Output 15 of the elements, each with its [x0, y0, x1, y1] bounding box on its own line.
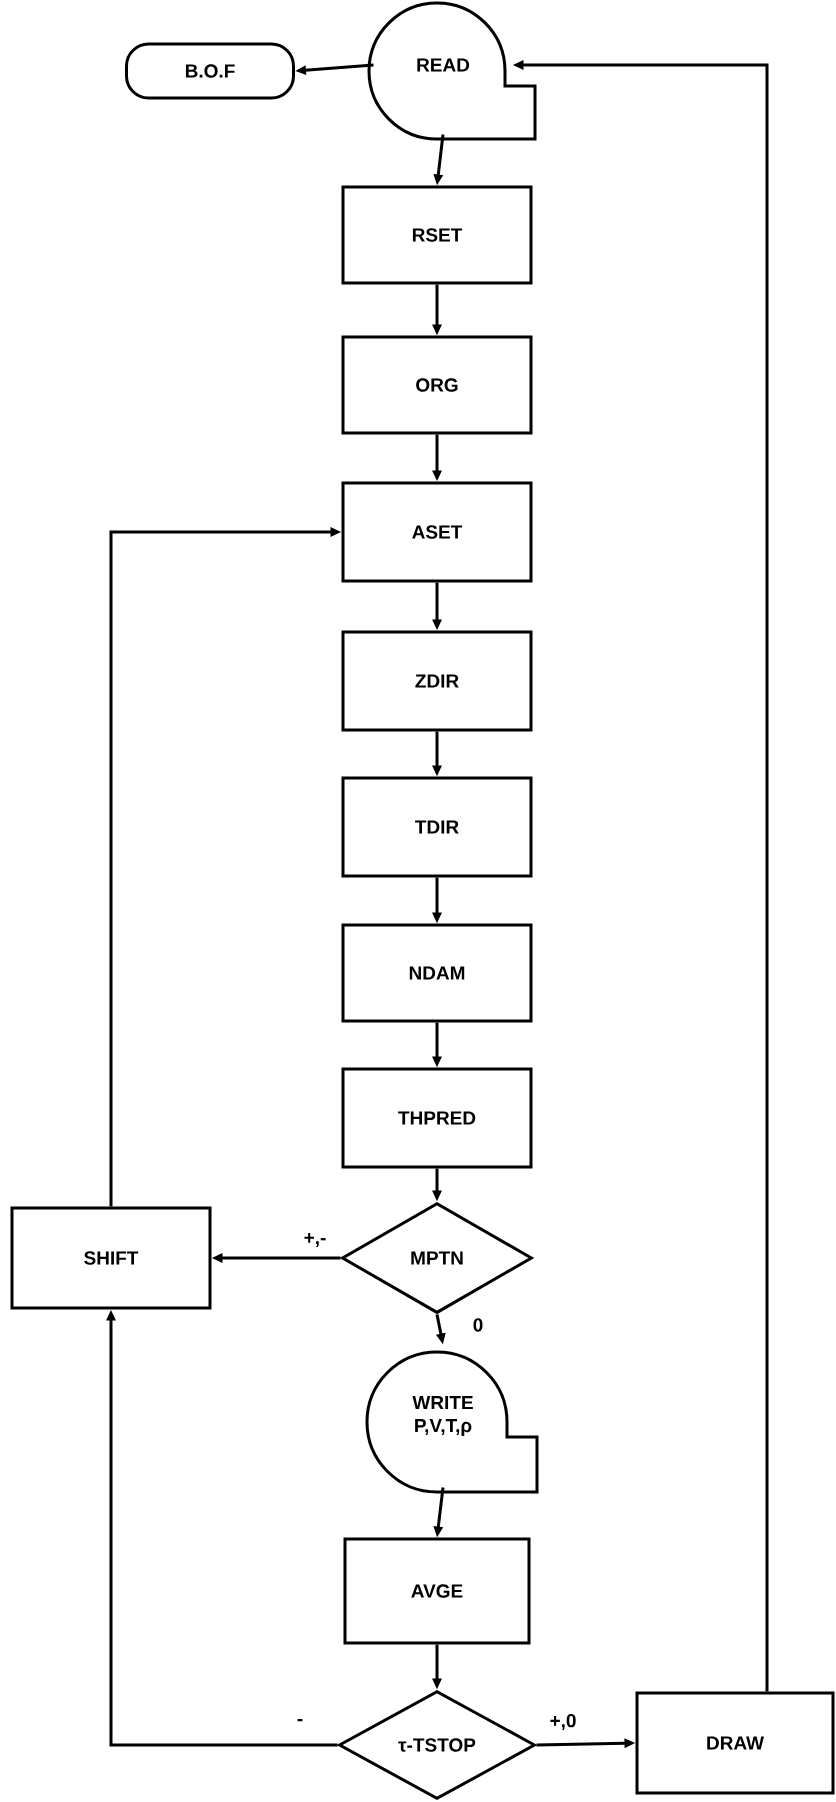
- edge-label: +,0: [548, 1712, 578, 1732]
- edge-label: -: [295, 1718, 305, 1727]
- process-box: DRAW: [635, 1691, 835, 1795]
- process-box: RSET: [341, 185, 533, 285]
- process-box: ASET: [341, 481, 533, 583]
- terminal-box: B.O.F: [125, 42, 295, 100]
- process-box: ORG: [341, 335, 533, 435]
- process-box: TDIR: [341, 776, 533, 878]
- process-box: ZDIR: [341, 630, 533, 732]
- edge-label: +,-: [302, 1232, 328, 1249]
- process-box: AVGE: [343, 1537, 531, 1645]
- process-box: SHIFT: [10, 1206, 212, 1310]
- process-box: THPRED: [341, 1067, 533, 1169]
- edge-label: 0: [471, 1317, 485, 1333]
- process-box: NDAM: [341, 923, 533, 1023]
